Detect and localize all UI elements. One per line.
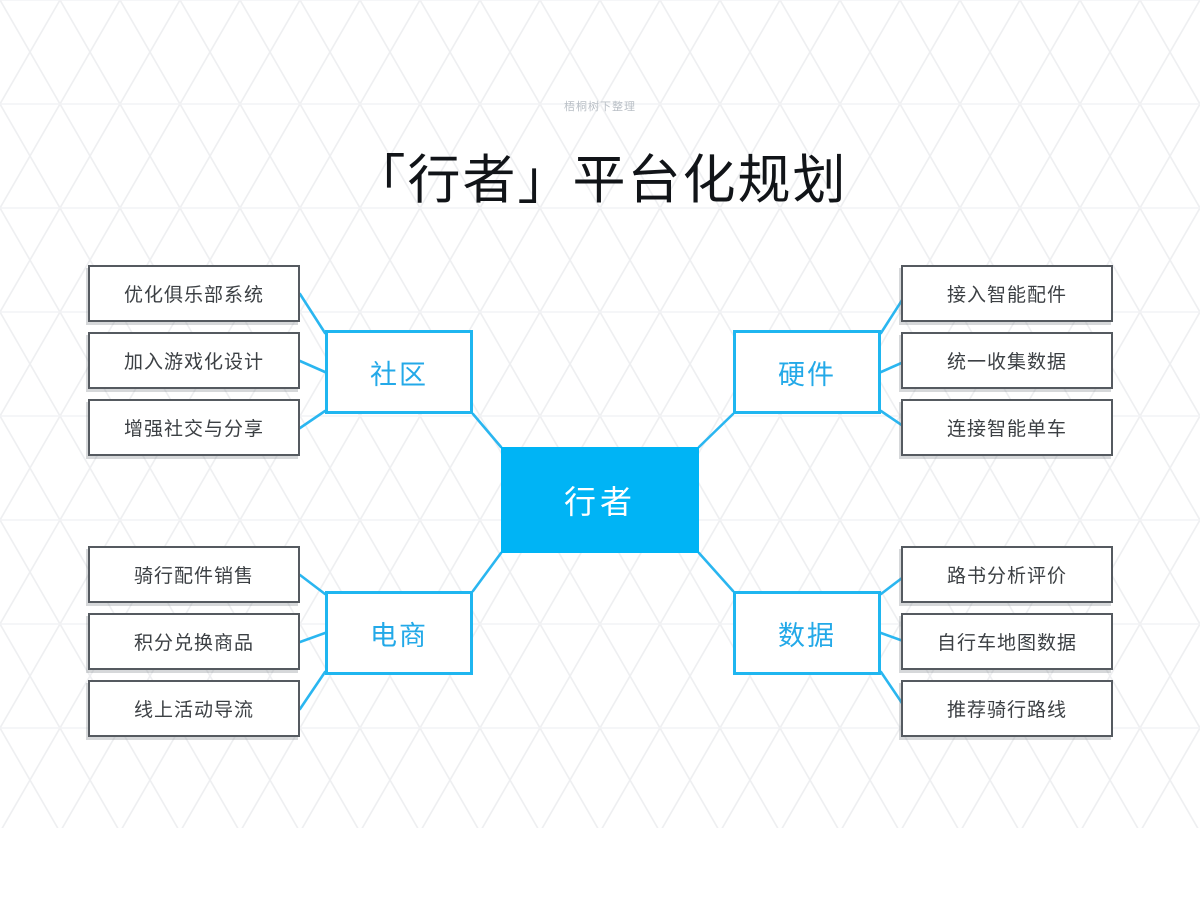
mindmap-leaf-data-1[interactable]: 路书分析评价 [901, 546, 1113, 603]
mindmap-center-node[interactable]: 行者 [501, 447, 699, 553]
link-community-leaf-3 [298, 409, 327, 430]
link-ecommerce-leaf-3 [298, 670, 327, 711]
link-community-leaf-2 [298, 359, 327, 374]
page-title: 「行者」平台化规划 [352, 150, 848, 211]
mindmap-branch-hardware[interactable]: 硬件 [733, 330, 881, 414]
mindmap-branch-ecommerce[interactable]: 电商 [325, 591, 473, 675]
link-center-hardware [697, 412, 735, 449]
watermark-text: 梧桐树下整理 [564, 100, 636, 113]
mindmap-leaf-ecommerce-2[interactable]: 积分兑换商品 [88, 613, 300, 670]
link-center-ecommerce [471, 551, 503, 593]
mindmap-leaf-hardware-3[interactable]: 连接智能单车 [901, 399, 1113, 456]
link-community-leaf-1 [298, 292, 327, 335]
link-center-data [697, 551, 735, 593]
mindmap-leaf-hardware-2[interactable]: 统一收集数据 [901, 332, 1113, 389]
mindmap-leaf-ecommerce-3[interactable]: 线上活动导流 [88, 680, 300, 737]
mindmap-branch-community[interactable]: 社区 [325, 330, 473, 414]
link-center-community [471, 412, 503, 449]
mindmap-leaf-data-3[interactable]: 推荐骑行路线 [901, 680, 1113, 737]
link-ecommerce-leaf-1 [298, 573, 327, 596]
mindmap-leaf-hardware-1[interactable]: 接入智能配件 [901, 265, 1113, 322]
mindmap-leaf-community-1[interactable]: 优化俱乐部系统 [88, 265, 300, 322]
mindmap-leaf-data-2[interactable]: 自行车地图数据 [901, 613, 1113, 670]
link-ecommerce-leaf-2 [298, 631, 327, 644]
mindmap-leaf-community-3[interactable]: 增强社交与分享 [88, 399, 300, 456]
mindmap-leaf-ecommerce-1[interactable]: 骑行配件销售 [88, 546, 300, 603]
mindmap-branch-data[interactable]: 数据 [733, 591, 881, 675]
mindmap-leaf-community-2[interactable]: 加入游戏化设计 [88, 332, 300, 389]
